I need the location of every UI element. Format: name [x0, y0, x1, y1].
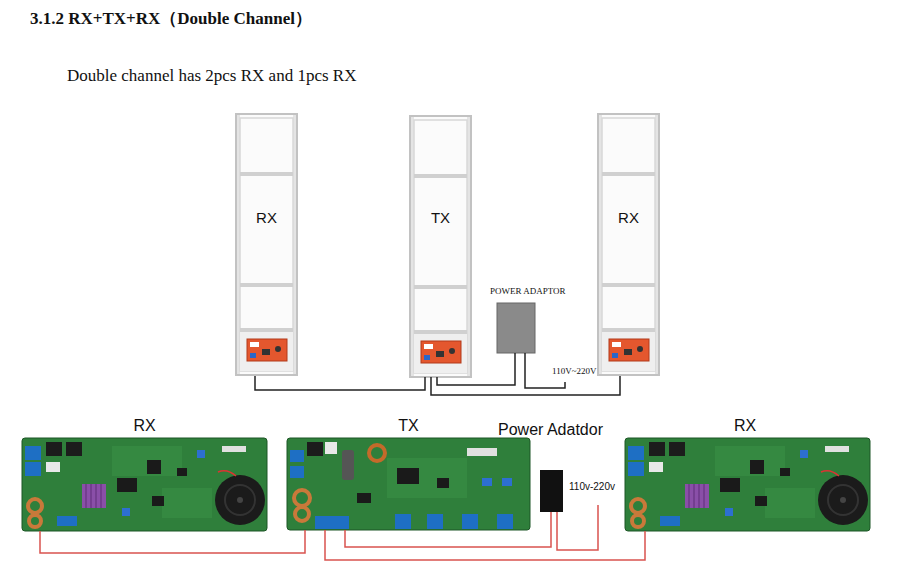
- rx-board: RX: [22, 438, 267, 531]
- rx-antenna-text: RX: [256, 209, 277, 226]
- rx-board-drawing: [625, 438, 870, 531]
- tx-board-drawing: [287, 438, 530, 530]
- wire: [255, 376, 425, 390]
- mains-wire: [557, 505, 598, 550]
- wire: [345, 512, 551, 547]
- rx-board: RX: [625, 438, 865, 531]
- tx-antenna-drawing: [410, 116, 471, 377]
- adaptor-drawing: [540, 470, 563, 512]
- title: 3.1.2 RX+TX+RX（Double Channel）: [30, 7, 312, 30]
- rx-board-text: RX: [133, 417, 155, 435]
- tx-board-text: TX: [398, 417, 418, 435]
- rx-antenna-drawing: [598, 114, 659, 375]
- tx-board: TX: [287, 438, 530, 530]
- power-adaptor-text: POWER ADAPTOR: [490, 286, 566, 296]
- rx-board-drawing: [22, 438, 267, 531]
- wire: [437, 353, 515, 385]
- rx-antenna: RX: [235, 113, 298, 376]
- wire: [40, 530, 305, 553]
- power-adaptor: Power Adatdor: [540, 470, 563, 512]
- tx-antenna: TX: [409, 115, 472, 377]
- voltage-label: 110V~220V: [552, 366, 597, 376]
- rx-board-text: RX: [734, 417, 756, 435]
- rx-antenna-drawing: [236, 114, 297, 375]
- tx-antenna-text: TX: [431, 209, 450, 226]
- power-adaptor-text: Power Adatdor: [498, 421, 603, 439]
- power-adaptor: POWER ADAPTOR: [497, 303, 535, 353]
- wire: [325, 530, 645, 560]
- rx-antenna: RX: [597, 113, 660, 376]
- rx-antenna-text: RX: [618, 209, 639, 226]
- subtitle: Double channel has 2pcs RX and 1pcs RX: [67, 66, 356, 86]
- voltage-label: 110v-220v: [569, 481, 615, 492]
- adaptor-drawing: [497, 303, 535, 353]
